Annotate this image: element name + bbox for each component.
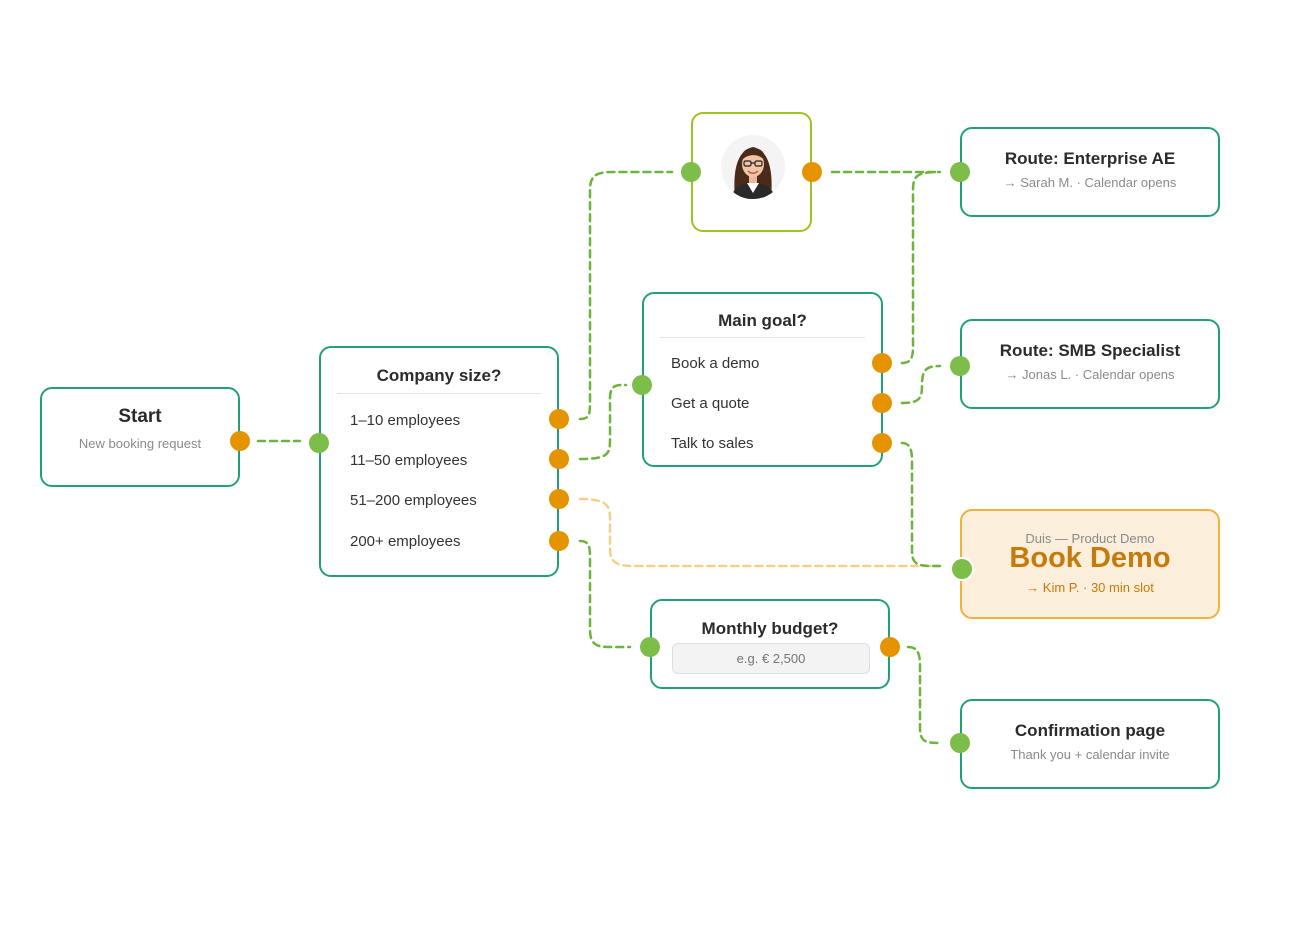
node-title: Start: [118, 406, 162, 427]
option-book-demo-output-port[interactable]: [872, 353, 892, 373]
start-node[interactable]: Start New booking request: [40, 387, 240, 487]
node-title: Monthly budget?: [701, 619, 839, 638]
avatar-node[interactable]: [691, 112, 812, 232]
option-book-demo[interactable]: Book a demo: [671, 355, 760, 372]
smb-route-node[interactable]: Route: SMB Specialist → Jonas L. · Calen…: [960, 319, 1220, 409]
confirmation-input-port[interactable]: [950, 733, 970, 753]
node-subtitle: Thank you + calendar invite: [1010, 747, 1170, 762]
node-title: Book Demo: [1009, 542, 1171, 574]
node-title: Confirmation page: [1014, 721, 1166, 740]
avatar: [721, 135, 785, 199]
avatar-input-port[interactable]: [681, 162, 701, 182]
person-icon: [721, 135, 785, 199]
option-11-50-output-port[interactable]: [549, 449, 569, 469]
company-size-input-port[interactable]: [309, 433, 329, 453]
node-subtitle: → Sarah M. · Calendar opens: [1003, 175, 1177, 190]
monthly-budget-node[interactable]: Monthly budget?: [650, 599, 890, 689]
main-goal-node[interactable]: Main goal? Book a demo Get a quote Talk …: [642, 292, 883, 467]
option-1-10-output-port[interactable]: [549, 409, 569, 429]
option-11-50[interactable]: 11–50 employees: [350, 452, 468, 469]
wire-talk-sales-to-book-demo: [900, 441, 942, 568]
node-subtitle: → Jonas L. · Calendar opens: [1005, 367, 1175, 382]
book-demo-node[interactable]: Duis — Product Demo Book Demo → Kim P. ·…: [960, 509, 1220, 619]
main-goal-input-port[interactable]: [632, 375, 652, 395]
enterprise-route-node[interactable]: Route: Enterprise AE → Sarah M. · Calend…: [960, 127, 1220, 217]
node-divider: [660, 337, 865, 338]
book-demo-input-port[interactable]: [950, 557, 974, 581]
option-51-200[interactable]: 51–200 employees: [350, 492, 477, 509]
option-get-quote[interactable]: Get a quote: [671, 395, 750, 412]
wire-200-plus-to-budget: [578, 539, 632, 649]
wire-get-quote-to-smb: [900, 364, 942, 405]
node-divider: [337, 393, 541, 394]
monthly-budget-output-port[interactable]: [880, 637, 900, 657]
budget-input[interactable]: [672, 643, 870, 674]
wire-budget-to-confirmation: [906, 645, 942, 745]
node-title: Route: Enterprise AE: [1004, 149, 1176, 168]
node-title: Main goal?: [718, 311, 807, 330]
node-title: Company size?: [376, 366, 502, 385]
wire-51-200-to-book-demo: [578, 497, 942, 568]
enterprise-input-port[interactable]: [950, 162, 970, 182]
wire-11-50-to-main-goal: [578, 383, 628, 461]
option-talk-sales[interactable]: Talk to sales: [671, 435, 754, 452]
confirmation-node[interactable]: Confirmation page Thank you + calendar i…: [960, 699, 1220, 789]
company-size-node[interactable]: Company size? 1–10 employees 11–50 emplo…: [319, 346, 559, 577]
option-51-200-output-port[interactable]: [549, 489, 569, 509]
node-subtitle: → Kim P. · 30 min slot: [1026, 580, 1154, 595]
option-get-quote-output-port[interactable]: [872, 393, 892, 413]
option-200-plus[interactable]: 200+ employees: [350, 533, 461, 550]
avatar-output-port[interactable]: [802, 162, 822, 182]
start-output-port[interactable]: [230, 431, 250, 451]
node-overline: Duis — Product Demo: [1025, 531, 1155, 546]
option-1-10[interactable]: 1–10 employees: [350, 412, 461, 429]
smb-input-port[interactable]: [950, 356, 970, 376]
monthly-budget-input-port[interactable]: [640, 637, 660, 657]
wire-book-demo-option-to-enterprise: [900, 170, 942, 365]
option-talk-sales-output-port[interactable]: [872, 433, 892, 453]
node-subtitle: New booking request: [78, 436, 202, 451]
option-200-plus-output-port[interactable]: [549, 531, 569, 551]
node-title: Route: SMB Specialist: [999, 341, 1181, 360]
